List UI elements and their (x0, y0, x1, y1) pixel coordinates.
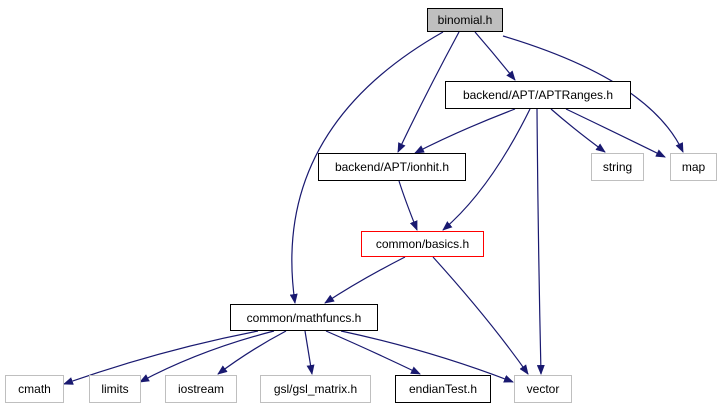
edge-binomial-to-mathfuncs (289, 31, 444, 304)
edge-aptranges-to-map (565, 108, 666, 158)
node-ionhit[interactable]: backend/APT/ionhit.h (318, 153, 466, 181)
node-label: endianTest.h (408, 382, 478, 396)
node-cmath: cmath (5, 375, 64, 403)
edge-basics-to-vector (432, 256, 529, 375)
node-label: limits (101, 382, 129, 396)
edge-binomial-to-ionhit (397, 31, 460, 153)
node-label: vector (526, 382, 560, 396)
node-limits: limits (89, 375, 141, 403)
edge-aptranges-to-basics (442, 108, 531, 231)
node-label: cmath (18, 382, 51, 396)
node-gsl: gsl/gsl_matrix.h (260, 375, 371, 403)
edge-aptranges-to-vector (536, 108, 545, 375)
edge-mathfuncs-to-gsl (304, 330, 315, 375)
node-label: map (681, 160, 706, 174)
node-label: gsl/gsl_matrix.h (273, 382, 358, 396)
node-string: string (591, 153, 644, 181)
node-iostream: iostream (165, 375, 237, 403)
edge-mathfuncs-to-vector (340, 330, 514, 383)
edge-basics-to-mathfuncs (324, 256, 406, 304)
node-basics[interactable]: common/basics.h (361, 231, 484, 257)
edge-mathfuncs-to-cmath (63, 330, 259, 385)
edge-ionhit-to-basics (398, 180, 418, 231)
edge-aptranges-to-ionhit (414, 108, 516, 154)
node-binomial[interactable]: binomial.h (427, 8, 503, 32)
node-vector: vector (514, 375, 572, 403)
node-label: binomial.h (437, 13, 493, 27)
node-label: backend/APT/ionhit.h (334, 160, 450, 174)
node-label: iostream (177, 382, 224, 396)
node-endian[interactable]: endianTest.h (395, 375, 491, 403)
edge-mathfuncs-to-limits (139, 330, 275, 383)
edge-binomial-to-aptranges (474, 31, 516, 81)
node-label: common/mathfuncs.h (246, 310, 362, 325)
node-label: backend/APT/APTRanges.h (462, 88, 614, 102)
edge-mathfuncs-to-iostream (217, 330, 287, 375)
edge-mathfuncs-to-endian (325, 330, 421, 375)
node-label: common/basics.h (375, 237, 470, 251)
edge-aptranges-to-string (550, 108, 606, 153)
node-label: string (602, 160, 633, 174)
node-mathfuncs[interactable]: common/mathfuncs.h (230, 304, 378, 331)
node-map: map (670, 153, 717, 181)
node-aptranges[interactable]: backend/APT/APTRanges.h (445, 81, 631, 109)
